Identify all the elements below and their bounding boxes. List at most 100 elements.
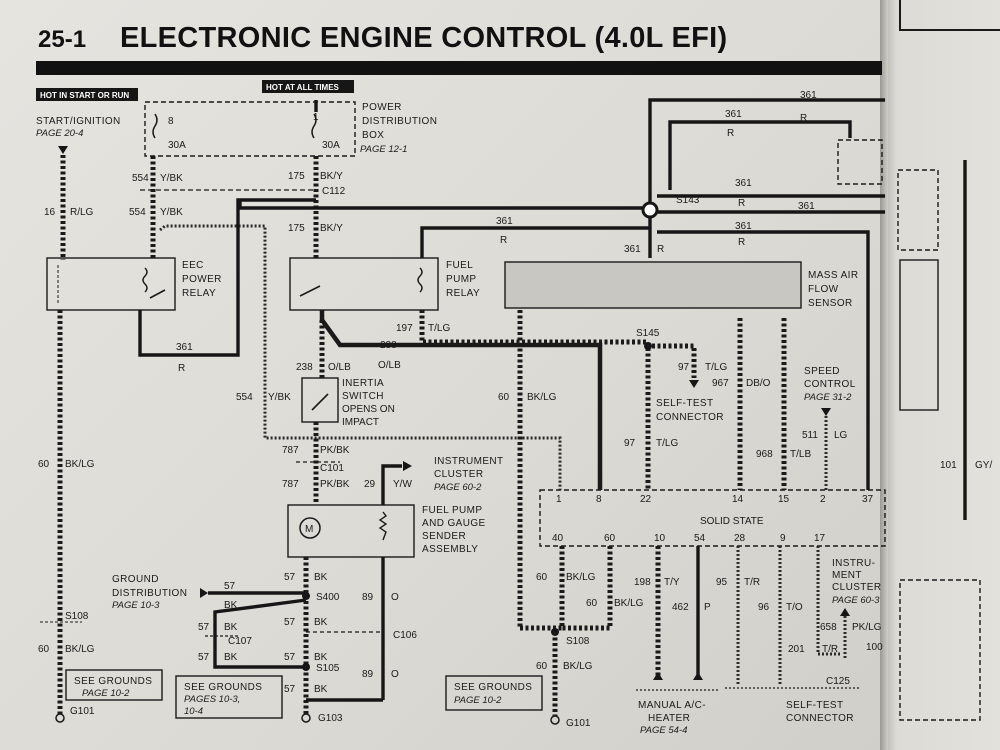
- inertia-label: OPENS ON: [342, 404, 395, 415]
- arrow-icon: [653, 672, 663, 680]
- motor-label: M: [305, 524, 313, 535]
- wire-color: R: [800, 113, 807, 124]
- wire-color: T/R: [744, 577, 760, 588]
- wire-number: 787: [282, 479, 299, 490]
- wire-color: BK/LG: [65, 644, 95, 655]
- wire-number: 238: [380, 340, 397, 351]
- cluster-ref: PAGE 60-3: [832, 595, 880, 606]
- wire-number: 968: [756, 449, 773, 460]
- wire-color: R: [727, 128, 734, 139]
- wire-number: 361: [624, 244, 641, 255]
- wire-color: R: [738, 198, 745, 209]
- pin-number: 14: [732, 494, 744, 505]
- manual-ac-label: HEATER: [648, 713, 690, 724]
- wire-color: R: [178, 363, 185, 374]
- adjacent-component: [899, 579, 981, 721]
- sender-label: SENDER: [422, 531, 466, 542]
- wire-number: 97: [678, 362, 690, 373]
- wire-color: Y/BK: [160, 207, 183, 218]
- title-rule: [36, 61, 882, 75]
- self-test-label: CONNECTOR: [786, 713, 854, 724]
- wire-color: BK: [314, 652, 328, 663]
- wire-color: PK/BK: [320, 479, 350, 490]
- wire-color: PK/BK: [320, 445, 350, 456]
- fuel-pump-sender-assembly: [287, 504, 415, 558]
- ground-icon: [55, 713, 65, 723]
- hot-start-run-tag-bg: [36, 88, 138, 101]
- wire-color: GY/: [975, 460, 992, 471]
- pin-number: 22: [640, 494, 652, 505]
- wire-number: 175: [288, 171, 305, 182]
- self-test-label: SELF-TEST: [656, 398, 714, 409]
- wire-number: 554: [129, 207, 146, 218]
- cluster-label: CLUSTER: [434, 469, 483, 480]
- wire-number: 361: [735, 178, 752, 189]
- wire-color: T/LG: [705, 362, 727, 373]
- ground-point-label: G103: [318, 713, 343, 724]
- wire-number: 60: [38, 459, 50, 470]
- wire-number: 29: [364, 479, 376, 490]
- manual-ac-ref: PAGE 54-4: [640, 725, 687, 736]
- motor-icon: [299, 517, 321, 539]
- c101-label: C101: [320, 463, 344, 474]
- wire-number: 361: [496, 216, 513, 227]
- fuse-8-label: 8: [168, 116, 174, 127]
- pin-number: 10: [654, 533, 666, 544]
- arrow-icon: [821, 408, 831, 416]
- wire-color: T/LB: [790, 449, 811, 460]
- see-grounds-label: SEE GROUNDS: [454, 682, 532, 693]
- start-ignition-label: START/IGNITION: [36, 116, 121, 127]
- arrow-icon: [200, 588, 208, 598]
- wire-number: 57: [284, 617, 296, 628]
- c107-label: C107: [228, 636, 252, 647]
- pdb-label: POWER: [362, 102, 402, 113]
- wire-color: O/LB: [378, 360, 401, 371]
- ground-point-label: G101: [566, 718, 591, 729]
- adjacent-component: [899, 259, 939, 411]
- cluster-label: MENT: [832, 570, 862, 581]
- wire-color: T/R: [822, 644, 838, 655]
- inertia-label: IMPACT: [342, 417, 379, 428]
- c112-label: C112: [322, 186, 346, 197]
- wire-number: 361: [800, 90, 817, 101]
- wire-color: R: [738, 237, 745, 248]
- ground-dist-label: DISTRIBUTION: [112, 588, 187, 599]
- wire-color: O: [391, 592, 399, 603]
- self-test-label: CONNECTOR: [656, 412, 724, 423]
- wire-color: Y/W: [393, 479, 412, 490]
- hot-all-times-tag: HOT AT ALL TIMES: [266, 83, 340, 92]
- wire-color: DB/O: [746, 378, 771, 389]
- wire-color: T/O: [786, 602, 803, 613]
- pin-number: 1: [556, 494, 562, 505]
- wire-color: P: [704, 602, 711, 613]
- wire-number: 89: [362, 592, 374, 603]
- s143-label: S143: [676, 195, 700, 206]
- module-label: SOLID STATE: [700, 516, 764, 527]
- wire-number: 96: [758, 602, 770, 613]
- pin-number: 8: [596, 494, 602, 505]
- wire-number: 361: [798, 201, 815, 212]
- sender-label: FUEL PUMP: [422, 505, 482, 516]
- wire-number: 100: [866, 642, 883, 653]
- pin-number: 28: [734, 533, 746, 544]
- wire-number: 57: [198, 622, 210, 633]
- wire-number: 89: [362, 669, 374, 680]
- section-number: 25-1: [38, 26, 87, 53]
- wire-number: 462: [672, 602, 689, 613]
- wire-color: BK/LG: [563, 661, 593, 672]
- wire-number: 238: [296, 362, 313, 373]
- fuel-pump-relay: [289, 257, 439, 311]
- wire-color: BK: [314, 572, 328, 583]
- wire-number: 60: [536, 572, 548, 583]
- wire-number: 60: [536, 661, 548, 672]
- wire-color: BK: [314, 684, 328, 695]
- pin-number: 54: [694, 533, 706, 544]
- speed-control-label: SPEED: [804, 366, 840, 377]
- arrow-icon: [693, 672, 703, 680]
- s105-label: S105: [316, 663, 340, 674]
- c106-label: C106: [393, 630, 417, 641]
- wire-color: T/Y: [664, 577, 680, 588]
- wire-color: BK: [224, 622, 238, 633]
- wire-color: BK/Y: [320, 223, 343, 234]
- see-grounds-box: [65, 669, 163, 701]
